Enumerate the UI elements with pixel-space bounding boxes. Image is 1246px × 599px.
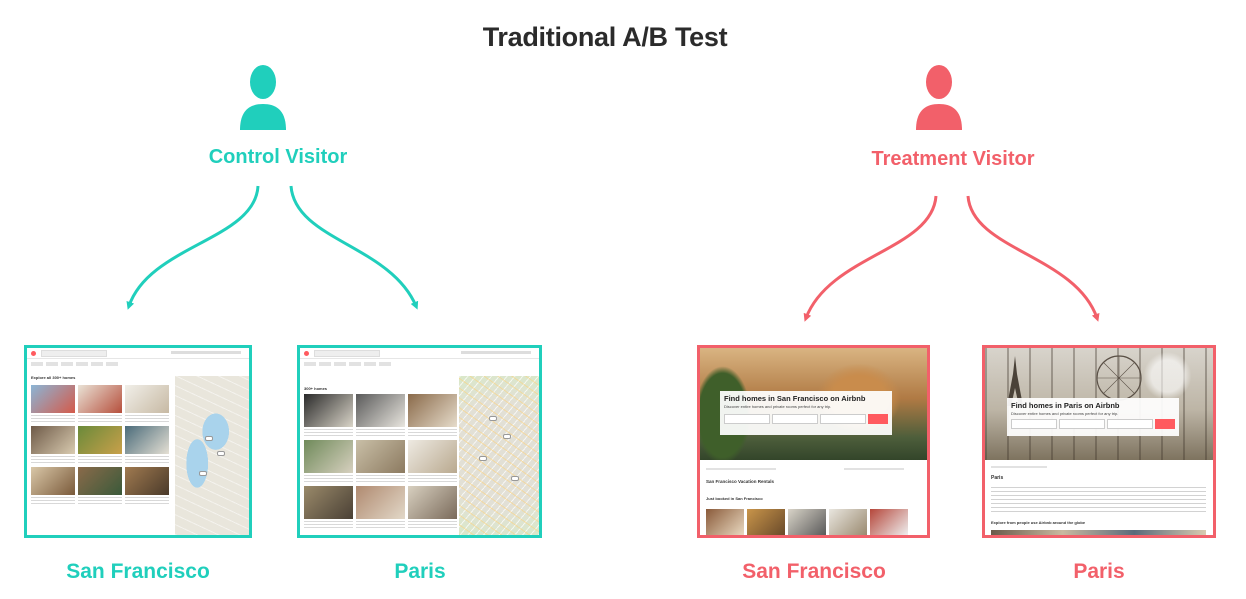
treatment-sf-search-card: Find homes in San Francisco on Airbnb Di… xyxy=(720,391,892,435)
treatment-sf-hero-heading: Find homes in San Francisco on Airbnb xyxy=(724,394,866,403)
control-sf-heading: Explore all 300+ homes xyxy=(31,375,76,380)
treatment-visitor-label: Treatment Visitor xyxy=(871,148,1035,170)
treatment-city-label-paris: Paris xyxy=(1073,560,1125,583)
control-paris-page-thumbnail: 300+ homes xyxy=(297,345,542,538)
treatment-paris-hero-heading: Find homes in Paris on Airbnb xyxy=(1011,401,1120,410)
treatment-paris-section-subtitle: Explore from people use Airbnb around th… xyxy=(991,520,1086,525)
control-city-label-paris: Paris xyxy=(394,560,446,583)
treatment-sf-section-subtitle: Just booked in San Francisco xyxy=(706,496,763,501)
ferris-wheel-icon xyxy=(1096,355,1142,401)
treatment-paris-search-card: Find homes in Paris on Airbnb Discover e… xyxy=(1007,398,1179,436)
eiffel-tower-icon xyxy=(1007,356,1023,406)
arrow-control-sf xyxy=(126,185,260,310)
control-visitor-person-icon xyxy=(240,65,286,130)
control-city-label-sf: San Francisco xyxy=(66,560,210,583)
treatment-sf-section-title: San Francisco Vacation Rentals xyxy=(706,479,775,484)
arrow-control-paris xyxy=(289,185,419,310)
treatment-city-label-sf: San Francisco xyxy=(742,560,886,583)
treatment-visitor-person-icon xyxy=(916,65,962,130)
treatment-sf-page-thumbnail: Find homes in San Francisco on Airbnb Di… xyxy=(697,345,930,538)
treatment-paris-section-title: Paris xyxy=(991,475,1004,481)
page-title: Traditional A/B Test xyxy=(482,22,728,52)
control-sf-page-thumbnail: Explore all 300+ homes xyxy=(24,345,252,538)
control-visitor-label: Control Visitor xyxy=(208,146,348,168)
arrow-treatment-paris xyxy=(966,195,1100,322)
treatment-sf-hero-sub: Discover entire homes and private rooms … xyxy=(724,404,832,409)
paris-map xyxy=(459,376,539,535)
treatment-paris-page-thumbnail: Find homes in Paris on Airbnb Discover e… xyxy=(982,345,1216,538)
treatment-paris-hero-sub: Discover entire homes and private rooms … xyxy=(1011,411,1119,416)
arrow-treatment-sf xyxy=(803,195,938,322)
sf-map xyxy=(175,376,249,535)
control-paris-heading: 300+ homes xyxy=(304,386,328,391)
